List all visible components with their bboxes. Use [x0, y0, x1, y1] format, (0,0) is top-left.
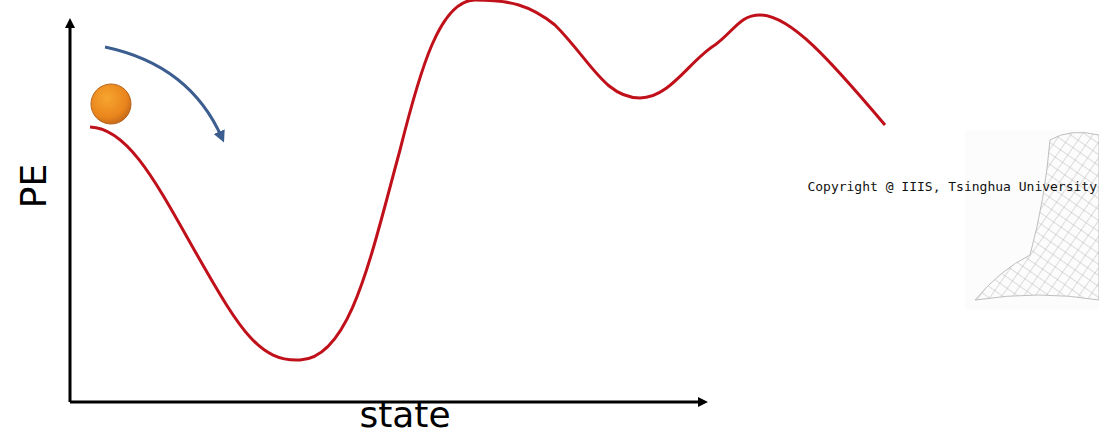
energy-curve — [90, 0, 885, 360]
copyright-note: Copyright @ IIIS, Tsinghua University — [807, 180, 1097, 193]
ball — [91, 84, 131, 124]
axis-label: state — [359, 397, 450, 433]
y-axis — [69, 22, 72, 402]
surface-mesh — [965, 130, 1099, 310]
motion-arrow — [105, 47, 222, 138]
axis-label: PE — [16, 164, 52, 208]
